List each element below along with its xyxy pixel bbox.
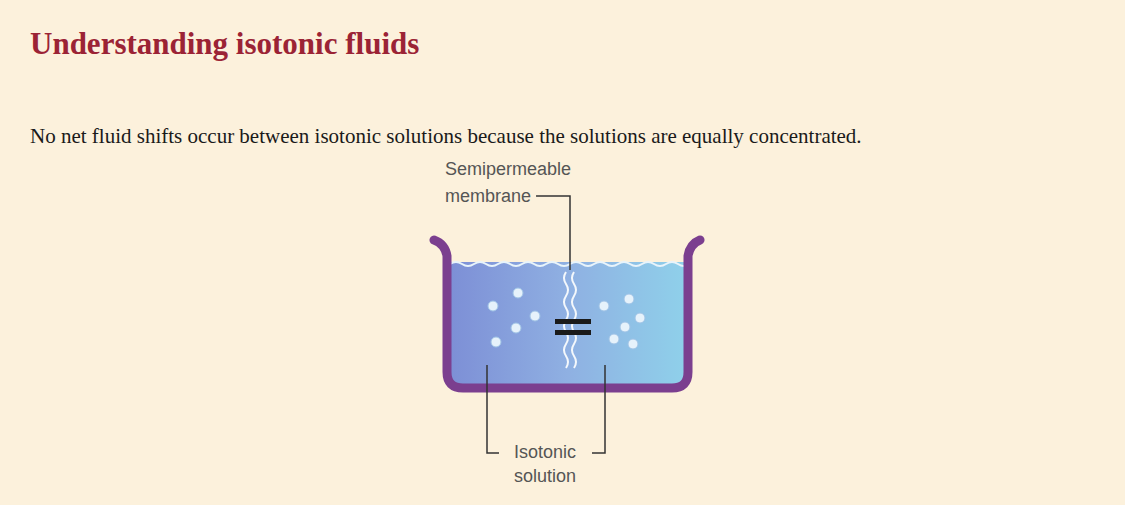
equal-sign: [555, 319, 591, 335]
bracket-leader: [487, 365, 605, 453]
solution-label: Isotonic solution: [505, 440, 585, 489]
basin-outline: [434, 240, 700, 388]
body-text: No net fluid shifts occur between isoton…: [30, 124, 1120, 149]
title: Understanding isotonic fluids: [30, 26, 419, 62]
leader-line: [536, 196, 570, 270]
solution-fill: [450, 262, 685, 384]
membrane-label: Semipermeable membrane: [445, 156, 575, 210]
solute-particles: [488, 288, 645, 349]
